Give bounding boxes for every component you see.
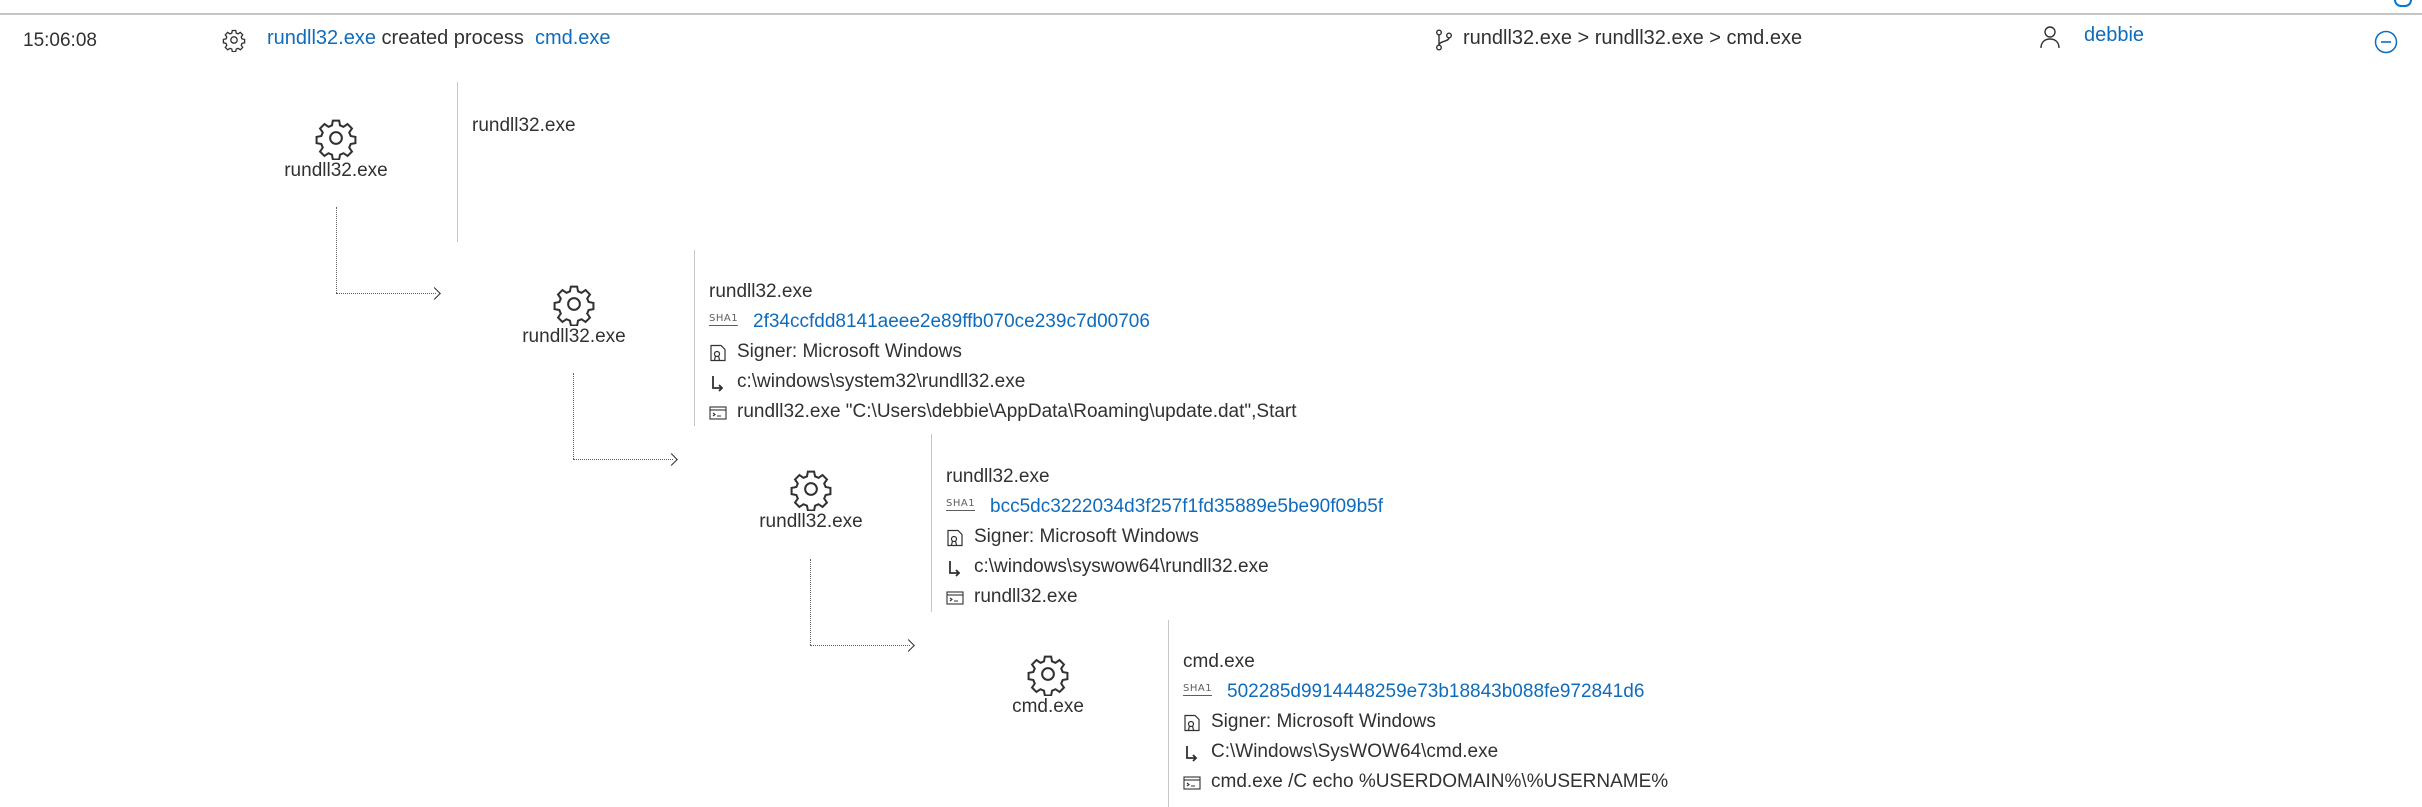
- path-icon: [949, 561, 961, 577]
- signer-text: Signer: Microsoft Windows: [737, 341, 962, 362]
- process-name: rundll32.exe: [709, 281, 813, 302]
- tree-connector: [336, 293, 436, 294]
- user-link[interactable]: debbie: [2084, 24, 2145, 46]
- process-name: rundll32.exe: [472, 115, 576, 136]
- process-name: cmd.exe: [1183, 651, 1255, 672]
- tree-connector: [573, 459, 673, 460]
- sha1-hash-link[interactable]: 2f34ccfdd8141aeee2e89ffb070ce239c7d00706: [753, 311, 1150, 332]
- command-line-icon: [946, 591, 964, 605]
- event-description: rundll32.exe created process cmd.exe: [267, 27, 611, 50]
- sha1-icon: SHA1: [946, 498, 976, 511]
- process-node-label[interactable]: cmd.exe: [1012, 696, 1084, 717]
- chevron-right-icon: [665, 453, 678, 466]
- detail-divider: [1168, 620, 1169, 807]
- sha1-icon: SHA1: [1183, 683, 1213, 696]
- command-line: rundll32.exe "C:\Users\debbie\AppData\Ro…: [737, 401, 1297, 422]
- process-tree-icon: [1436, 29, 1452, 51]
- detail-divider: [931, 434, 932, 612]
- event-action: created process: [381, 27, 524, 49]
- process-details: rundll32.exe SHA1 bcc5dc3222034d3f257f1f…: [946, 462, 1383, 612]
- collapse-circle-icon[interactable]: [2374, 30, 2398, 54]
- tree-connector: [810, 645, 910, 646]
- gear-icon: [222, 29, 246, 52]
- sha1-hash-link[interactable]: 502285d9914448259e73b18843b088fe972841d6: [1227, 681, 1645, 702]
- command-line-icon: [1183, 776, 1201, 790]
- signer-text: Signer: Microsoft Windows: [974, 526, 1199, 547]
- event-time: 15:06:08: [23, 30, 97, 51]
- tree-connector: [336, 207, 337, 293]
- image-path: c:\windows\syswow64\rundll32.exe: [974, 556, 1269, 577]
- gear-icon[interactable]: [1026, 652, 1070, 696]
- gear-icon[interactable]: [552, 282, 596, 326]
- command-line: rundll32.exe: [974, 586, 1078, 607]
- process-node-label[interactable]: rundll32.exe: [759, 511, 863, 532]
- process-details: rundll32.exe: [472, 111, 576, 141]
- event-row[interactable]: 15:06:08 rundll32.exe created process cm…: [0, 22, 2422, 58]
- gear-icon[interactable]: [314, 116, 358, 160]
- sha1-hash-link[interactable]: bcc5dc3222034d3f257f1fd35889e5be90f09b5f: [990, 496, 1384, 517]
- certificate-icon: [1184, 714, 1200, 732]
- certificate-icon: [710, 344, 726, 362]
- process-name: rundll32.exe: [946, 466, 1050, 487]
- command-line-icon: [709, 406, 727, 420]
- process-node-label[interactable]: rundll32.exe: [284, 160, 388, 181]
- process-details: cmd.exe SHA1 502285d9914448259e73b18843b…: [1183, 647, 1668, 797]
- tree-connector: [573, 373, 574, 459]
- chevron-right-icon: [428, 287, 441, 300]
- user-icon: [2040, 26, 2060, 49]
- actor-process-link[interactable]: rundll32.exe: [267, 27, 376, 49]
- certificate-icon: [947, 529, 963, 547]
- scroll-indicator: [2394, 0, 2412, 7]
- image-path: c:\windows\system32\rundll32.exe: [737, 371, 1026, 392]
- path-icon: [712, 376, 724, 392]
- chevron-right-icon: [902, 639, 915, 652]
- detail-divider: [457, 82, 458, 242]
- detail-divider: [694, 250, 695, 426]
- process-chain: rundll32.exe > rundll32.exe > cmd.exe: [1463, 27, 1803, 49]
- image-path: C:\Windows\SysWOW64\cmd.exe: [1211, 741, 1499, 762]
- signer-text: Signer: Microsoft Windows: [1211, 711, 1436, 732]
- process-node-label[interactable]: rundll32.exe: [522, 326, 626, 347]
- process-details: rundll32.exe SHA1 2f34ccfdd8141aeee2e89f…: [709, 277, 1297, 427]
- path-icon: [1186, 746, 1198, 762]
- target-process-link[interactable]: cmd.exe: [534, 27, 611, 49]
- command-line: cmd.exe /C echo %USERDOMAIN%\%USERNAME%: [1211, 771, 1669, 792]
- gear-icon[interactable]: [789, 467, 833, 511]
- sha1-icon: SHA1: [709, 313, 739, 326]
- top-divider: [0, 13, 2422, 15]
- tree-connector: [810, 559, 811, 645]
